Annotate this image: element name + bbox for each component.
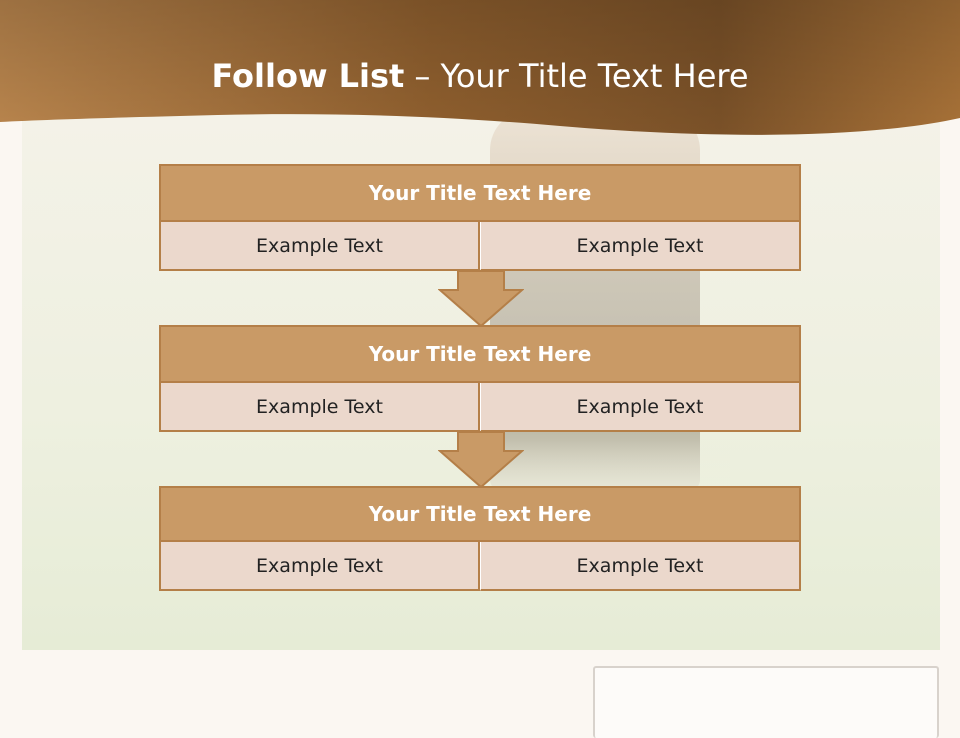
step-block-2: Your Title Text Here Example Text Exampl… <box>159 325 801 432</box>
step-cell-left: Example Text <box>159 542 480 591</box>
step-cell-left: Example Text <box>159 383 480 432</box>
step-title: Your Title Text Here <box>159 164 801 222</box>
step-cell-right: Example Text <box>480 542 801 591</box>
corner-placeholder-box <box>593 666 939 738</box>
step-block-1: Your Title Text Here Example Text Exampl… <box>159 164 801 271</box>
step-cell-right: Example Text <box>480 222 801 271</box>
page-title: Follow List– Your Title Text Here <box>0 54 960 98</box>
step-title: Your Title Text Here <box>159 325 801 383</box>
step-row: Example Text Example Text <box>159 542 801 591</box>
down-arrow-icon <box>438 270 524 328</box>
step-row: Example Text Example Text <box>159 222 801 271</box>
header-band <box>0 0 960 135</box>
step-title: Your Title Text Here <box>159 486 801 542</box>
step-block-3: Your Title Text Here Example Text Exampl… <box>159 486 801 591</box>
step-row: Example Text Example Text <box>159 383 801 432</box>
down-arrow-icon <box>438 431 524 489</box>
title-bold: Follow List <box>211 57 405 95</box>
title-rest: – Your Title Text Here <box>414 57 749 95</box>
step-cell-left: Example Text <box>159 222 480 271</box>
step-cell-right: Example Text <box>480 383 801 432</box>
